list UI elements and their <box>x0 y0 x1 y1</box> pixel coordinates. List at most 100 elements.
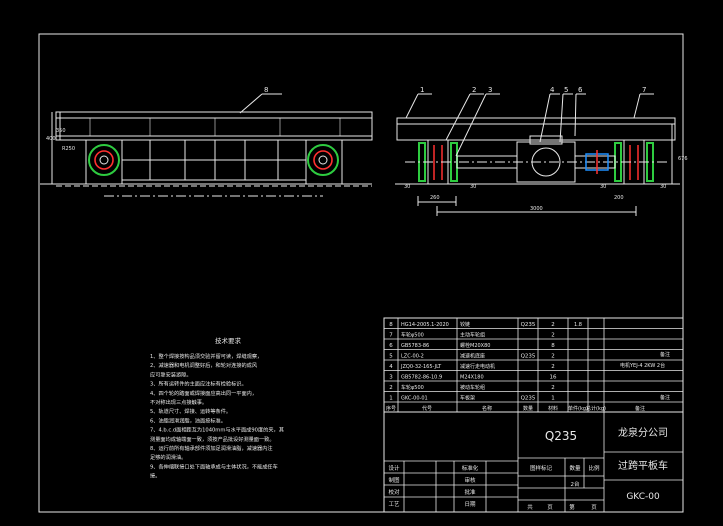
balloon-6: 6 <box>578 86 583 94</box>
bom-header: 备注 <box>635 405 645 412</box>
note-line: 测量面均成轴端面一致，须按产品批设好测量面一致。 <box>150 435 275 443</box>
bom-seq: 4 <box>389 364 393 370</box>
dim-end-3: 30 <box>600 184 606 190</box>
bom-header: 序号 <box>386 405 396 412</box>
bom-seq: 1 <box>389 396 393 402</box>
balloon-8: 8 <box>264 86 268 94</box>
bom-code: 车轮φ500 <box>401 384 424 391</box>
bom-header: 代号 <box>422 405 432 412</box>
bom-material: Q235 <box>521 354 536 360</box>
side-view <box>40 93 373 197</box>
tb-company: 龙泉分公司 <box>618 426 668 439</box>
bom-seq: 3 <box>389 375 393 381</box>
bom-header: 名称 <box>482 405 492 412</box>
bom-header: 材料 <box>548 405 558 412</box>
bom-qty: 16 <box>550 375 557 381</box>
dim-end-6: 676 <box>678 156 688 162</box>
end-view <box>395 93 680 216</box>
tb-rev: 批准 <box>464 488 476 496</box>
bom-table <box>383 317 684 413</box>
note-line: 7、4.b.c.d面相距互为1040mm与水平面成90度的夹，其 <box>150 426 284 434</box>
tb-sheet: 页 <box>591 504 597 511</box>
bom-header: 单件(kg) <box>568 405 588 412</box>
tb-sheet: 共 <box>527 503 533 511</box>
note-line: 3、所有运转件的主面应注标有检验标识。 <box>150 380 247 388</box>
tb-scale-label: 比例 <box>588 464 600 472</box>
tb-qty-value: 2台 <box>571 480 580 488</box>
bom-material: Q235 <box>521 396 536 402</box>
bom-code: HG14-2005.1-2020 <box>401 322 449 328</box>
tb-stage-label: 图样标记 <box>530 464 553 472</box>
bom-code: JZQ0-32-165-JLT <box>400 364 442 370</box>
bom-qty: 2 <box>551 333 555 339</box>
bom-qty: 2 <box>551 322 555 328</box>
note-line: 2、减速器和电机调整好后，和轮对连接的成风 <box>150 361 258 369</box>
reducer-motor <box>516 135 609 183</box>
bom-qty: 1 <box>551 396 555 402</box>
note-line: 9、各伸缩联接口处下面轴承成与主体状况，不能成任车 <box>150 462 278 470</box>
dim-end-4: 30 <box>660 184 666 190</box>
balloon-3: 3 <box>488 86 492 94</box>
end-deck <box>396 117 676 141</box>
note-line: 1、整个焊接按构品须交验并留可读，焊缝观察， <box>150 352 262 360</box>
tb-role: 设计 <box>388 464 400 472</box>
bom-qty: 2 <box>551 385 555 391</box>
tb-rev: 标准化 <box>462 464 479 472</box>
bom-name: M24X180 <box>460 375 484 381</box>
note-line: 不对称出现三点接触事。 <box>150 398 207 406</box>
tb-date: 日期 <box>464 501 476 508</box>
side-wheel-left <box>88 144 120 176</box>
note-line: 8、运行前所有轴承部件须加足润滑油脂，减速器内注 <box>150 444 273 452</box>
note-line: 接。 <box>150 472 160 480</box>
dim-400: 400 <box>46 136 56 142</box>
tb-role: 工艺 <box>388 501 400 508</box>
bom-qty: 8 <box>551 343 555 349</box>
bom-name: 减速行走电动机 <box>460 363 495 370</box>
bom-side-note: 备注 <box>660 394 670 401</box>
tb-role: 制图 <box>388 476 400 484</box>
sheet-border <box>38 33 684 513</box>
notes-title: 技术要求 <box>215 336 242 345</box>
bom-name: 减速机底座 <box>460 353 485 360</box>
balloon-5: 5 <box>564 86 568 94</box>
balloon-2: 2 <box>472 86 476 94</box>
bom-code: 车轮φ500 <box>401 332 424 339</box>
dim-end-1: 30 <box>470 184 476 190</box>
bom-material: Q235 <box>521 322 536 328</box>
balloon-7: 7 <box>642 86 646 94</box>
bom-name: 主动车轮组 <box>460 332 485 339</box>
note-line: 5、轨道尺寸、焊接、运转等条件。 <box>150 407 231 415</box>
bom-header: 数量 <box>523 405 533 412</box>
bom-name: 螺栓M20X80 <box>460 342 490 349</box>
tb-sheet: 第 <box>569 503 575 511</box>
bom-code: GKC-00-01 <box>401 396 428 402</box>
dim-end-7: 200 <box>614 195 624 201</box>
dim-end-5: 3000 <box>530 206 543 212</box>
tb-drawing-no: GKC-00 <box>626 492 660 502</box>
bom-name: 车板架 <box>460 395 475 402</box>
side-wheel-right <box>307 144 339 176</box>
note-line: 4、四个轮的踏面或焊接面应高出同一平面内， <box>150 389 257 397</box>
dim-end-0: 30 <box>404 184 410 190</box>
bom-qty: 2 <box>551 354 555 360</box>
dim-end-2: 260 <box>430 195 440 201</box>
dim-350: 350 <box>56 128 66 134</box>
bom-qty: 2 <box>551 364 555 370</box>
bom-header: 总计(kg) <box>586 405 606 412</box>
bom-side-note: 备注 <box>660 351 670 358</box>
note-line: 足够的润滑油。 <box>150 453 186 461</box>
balloon-1: 1 <box>420 86 424 94</box>
bom-seq: 6 <box>389 343 393 349</box>
tb-material: Q235 <box>545 429 577 443</box>
bom-side-note: 电机YEJ-4 2KW 2台 <box>620 362 665 369</box>
title-block <box>383 411 684 513</box>
bom-seq: 5 <box>389 354 393 360</box>
bom-note: 1.8 <box>574 322 582 328</box>
bom-name: 铰链 <box>460 321 470 328</box>
tb-rev: 审核 <box>464 476 476 484</box>
bom-name: 被动车轮组 <box>460 384 485 391</box>
bom-code: GB5782-86-10.9 <box>401 375 442 381</box>
bom-seq: 2 <box>389 385 393 391</box>
